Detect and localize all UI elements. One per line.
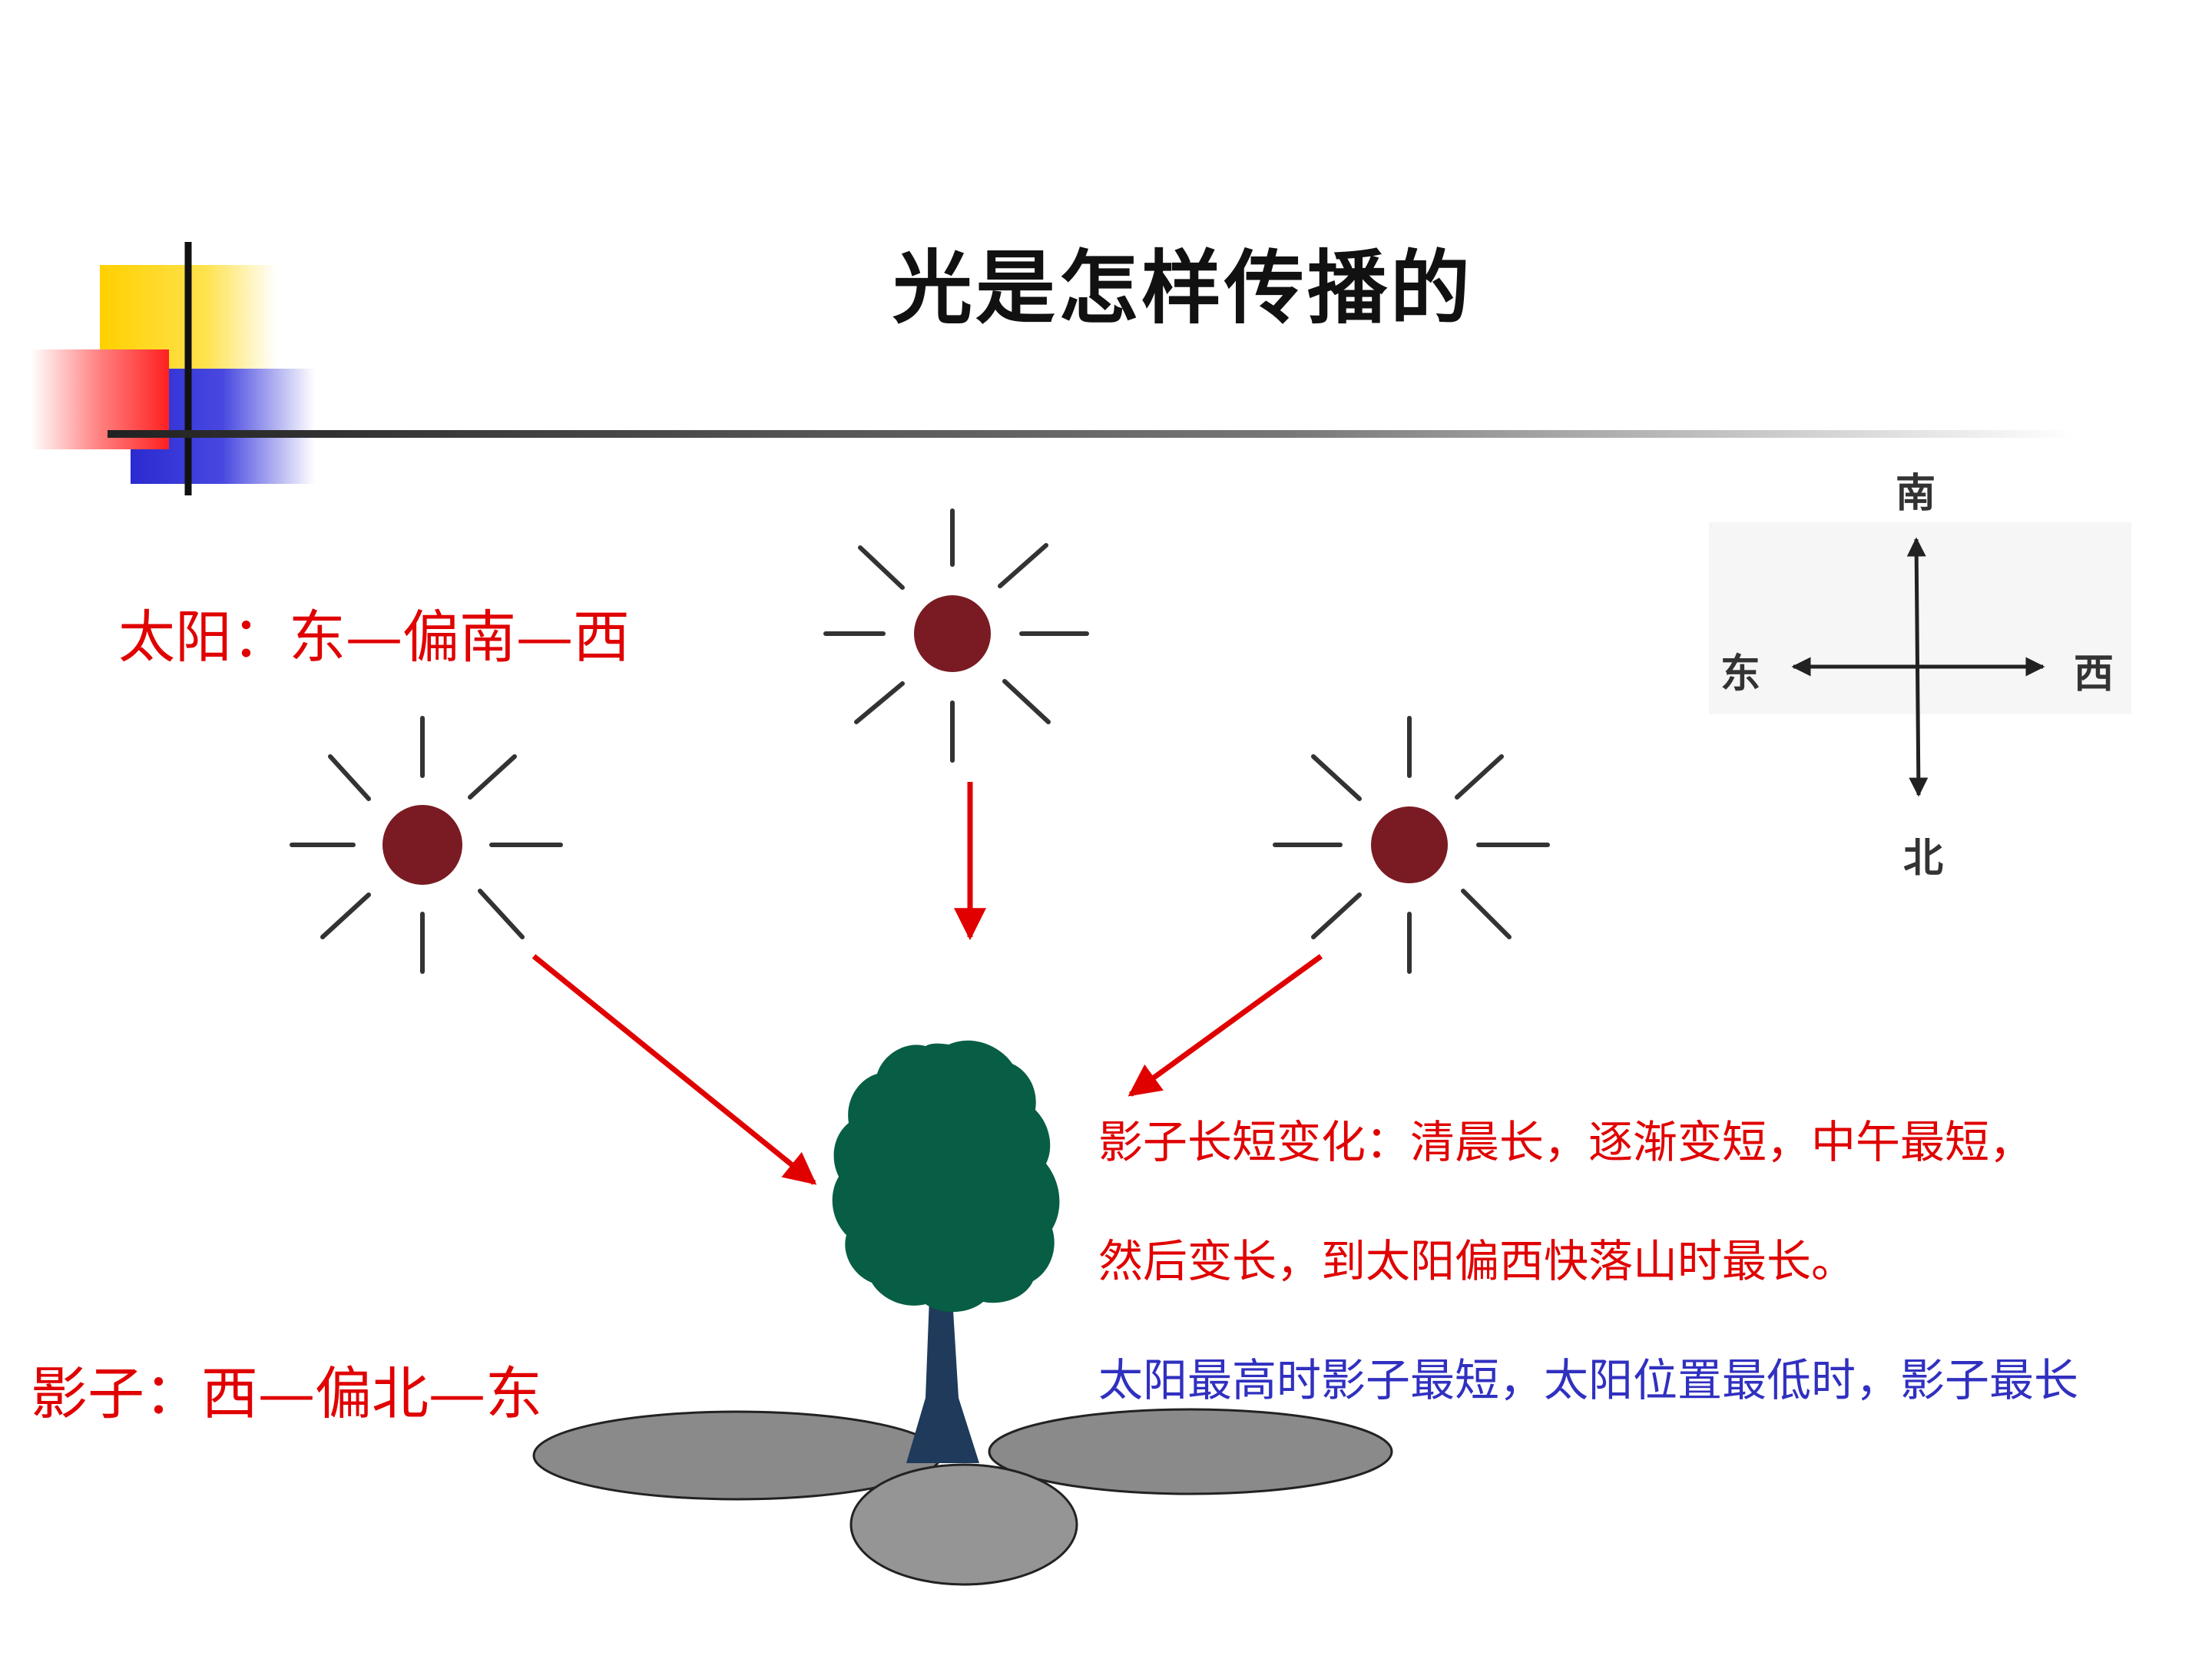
tree-trunk xyxy=(906,1298,979,1463)
shadow-change-line-2: 然后变长，到太阳偏西快落山时最长。 xyxy=(1098,1235,1856,1287)
page-title: 光是怎样传播的 xyxy=(892,241,1473,335)
sun-west-disc xyxy=(1371,806,1448,883)
ray-arrow-west xyxy=(1128,954,1323,1097)
shadow-path-label: 影子：西—偏北—东 xyxy=(31,1361,542,1427)
compass-west-label: 西 xyxy=(2074,651,2114,697)
sun-path-label: 太阳：东—偏南—西 xyxy=(118,604,630,671)
tree xyxy=(832,1040,1060,1463)
sun-west-rays xyxy=(1273,716,1550,974)
title-rule xyxy=(108,430,2074,438)
compass xyxy=(1709,522,2131,797)
corner-decoration xyxy=(31,242,2074,495)
shadow-rule-line: 太阳最高时影子最短，太阳位置最低时，影子最长 xyxy=(1098,1354,2079,1406)
compass-north-label: 北 xyxy=(1903,835,1944,882)
tree-crown xyxy=(832,1040,1060,1313)
compass-south-label: 南 xyxy=(1896,470,1936,517)
sun-noon-rays xyxy=(823,508,1089,763)
compass-east-label: 东 xyxy=(1720,651,1761,697)
compass-background xyxy=(1709,522,2131,714)
sun-noon-disc xyxy=(914,595,991,672)
sun-east-rays xyxy=(290,716,563,974)
shadow-noon xyxy=(849,1463,1078,1586)
shadow-evening xyxy=(988,1408,1393,1495)
sun-east-disc xyxy=(382,805,462,885)
sun-noon xyxy=(823,508,1089,763)
sun-west xyxy=(1273,716,1550,974)
ray-arrow-east xyxy=(531,954,817,1185)
shadow-change-line-1: 影子长短变化：清晨长，逐渐变短，中午最短， xyxy=(1098,1116,2035,1168)
sun-east xyxy=(290,716,563,974)
